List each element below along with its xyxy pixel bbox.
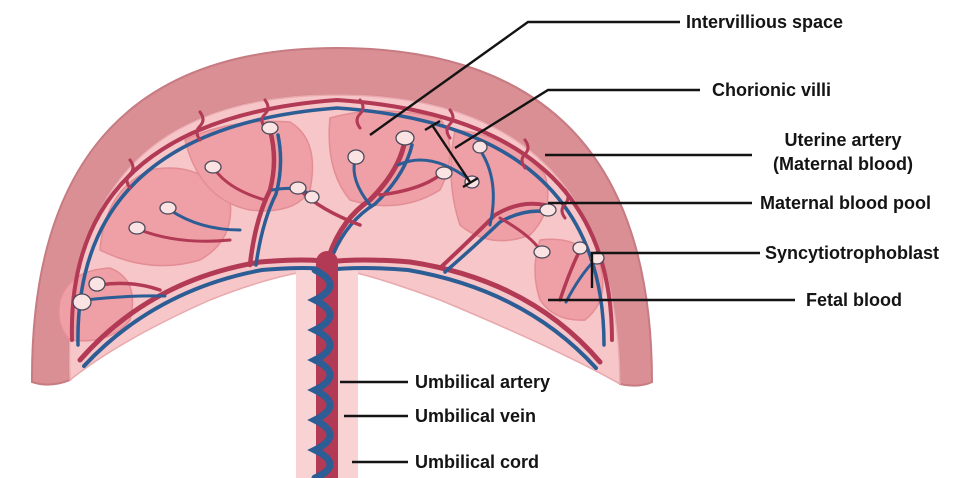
label-chorionic-villi: Chorionic villi [712,80,831,100]
label-intervillious-space: Intervillious space [686,12,843,32]
label-fetal-blood: Fetal blood [806,290,902,310]
label-maternal-blood-pool: Maternal blood pool [760,193,931,213]
umbilical-cord [315,262,330,478]
label-umbilical-cord: Umbilical cord [415,452,539,472]
label-maternal-blood: (Maternal blood) [773,154,913,174]
label-syncytiotrophoblast: Syncytiotrophoblast [765,243,939,263]
label-uterine-artery: Uterine artery [784,130,901,150]
label-umbilical-artery: Umbilical artery [415,372,550,392]
label-umbilical-vein: Umbilical vein [415,406,536,426]
